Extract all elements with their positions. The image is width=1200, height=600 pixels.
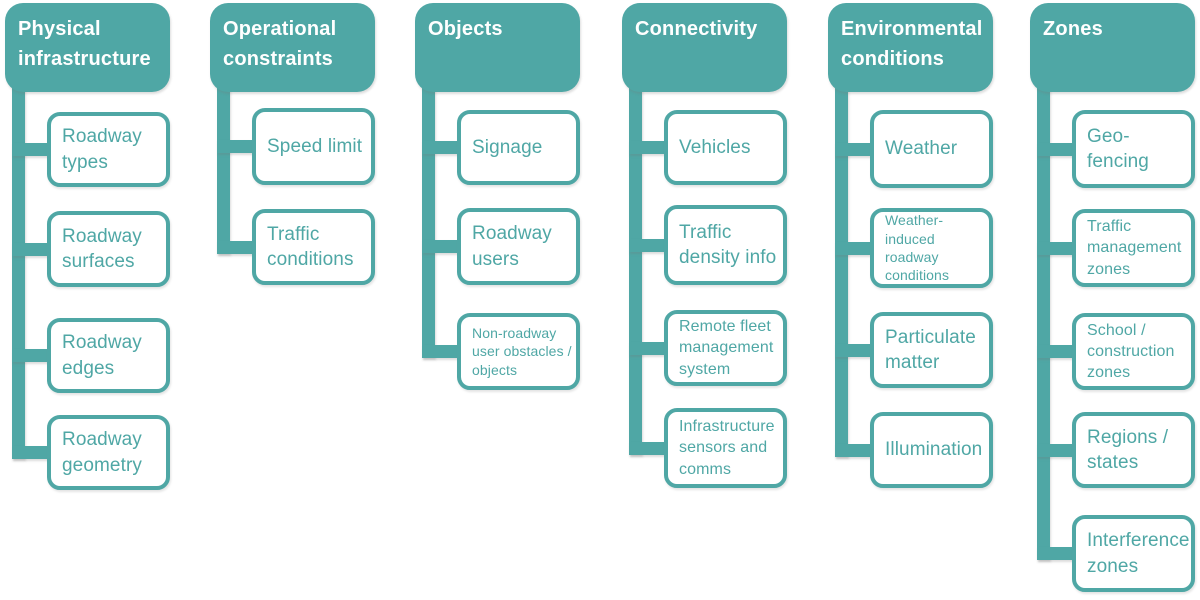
node-speed-limit: Speed limit [252, 108, 375, 185]
category-title: Operational constraints [223, 18, 337, 70]
node-label: Traffic conditions [267, 223, 354, 270]
branch-connector-line [12, 242, 52, 256]
node-label: Weather-induced roadway conditions [885, 212, 950, 284]
node-particulate-matter: Particulate matter [870, 312, 993, 388]
node-geo-fencing: Geo-fencing [1072, 110, 1195, 188]
node-traffic-density-info: Traffic density info [664, 205, 787, 285]
node-label: Remote fleet management system [679, 318, 774, 378]
branch-connector-line [629, 238, 669, 252]
node-vehicles: Vehicles [664, 110, 787, 185]
category-header-connectivity: Connectivity [622, 3, 787, 92]
node-roadway-users: Roadway users [457, 208, 580, 285]
branch-connector-line [835, 443, 875, 457]
node-illumination: Illumination [870, 412, 993, 488]
node-label: Signage [472, 136, 543, 158]
node-label: Roadway users [472, 223, 552, 270]
category-header-physical-infrastructure: Physical infrastructure [5, 3, 170, 92]
branch-connector-line [12, 446, 52, 459]
node-school-construction-zones: School / construction zones [1072, 313, 1195, 390]
trunk-connector-line [422, 55, 435, 358]
branch-connector-line [1037, 345, 1077, 358]
node-label: School / construction zones [1087, 321, 1175, 382]
category-title: Zones [1043, 18, 1103, 40]
node-roadway-surfaces: Roadway surfaces [47, 211, 170, 287]
category-title: Objects [428, 18, 503, 40]
branch-connector-line [835, 241, 875, 255]
branch-connector-line [1037, 142, 1077, 156]
branch-connector-line [422, 345, 462, 358]
node-interference-zones: Interference zones [1072, 515, 1195, 592]
node-infrastructure-sensors-and-comms: Infrastructure sensors and comms [664, 408, 787, 488]
category-header-objects: Objects [415, 3, 580, 92]
node-label: Infrastructure sensors and comms [679, 418, 775, 478]
node-roadway-geometry: Roadway geometry [47, 415, 170, 490]
node-label: Interference zones [1087, 530, 1190, 577]
trunk-connector-line [629, 55, 642, 455]
node-label: Roadway edges [62, 332, 142, 379]
trunk-connector-line [12, 55, 25, 459]
category-title: Connectivity [635, 18, 758, 40]
node-label: Roadway types [62, 126, 142, 173]
node-label: Roadway surfaces [62, 225, 142, 272]
category-header-environmental-conditions: Environmental conditions [828, 3, 993, 92]
node-remote-fleet-management-system: Remote fleet management system [664, 310, 787, 386]
branch-connector-line [217, 140, 257, 153]
category-header-zones: Zones [1030, 3, 1195, 92]
node-label: Non-roadway user obstacles / objects [472, 324, 572, 378]
branch-connector-line [217, 240, 257, 254]
branch-connector-line [835, 142, 875, 156]
node-non-roadway-user-obstacles-objects: Non-roadway user obstacles / objects [457, 313, 580, 390]
node-label: Roadway geometry [62, 429, 143, 476]
node-label: Traffic management zones [1087, 218, 1182, 278]
category-header-operational-constraints: Operational constraints [210, 3, 375, 92]
node-label: Geo-fencing [1087, 125, 1149, 172]
node-roadway-types: Roadway types [47, 112, 170, 187]
branch-connector-line [629, 441, 669, 455]
branch-connector-line [835, 343, 875, 357]
node-traffic-conditions: Traffic conditions [252, 209, 375, 285]
node-regions-states: Regions / states [1072, 412, 1195, 488]
trunk-connector-line [1037, 55, 1050, 560]
node-traffic-management-zones: Traffic management zones [1072, 209, 1195, 287]
branch-connector-line [1037, 547, 1077, 560]
node-label: Regions / states [1087, 426, 1169, 473]
node-weather-induced-roadway-conditions: Weather-induced roadway conditions [870, 208, 993, 288]
branch-connector-line [422, 240, 462, 253]
branch-connector-line [1037, 443, 1077, 457]
node-label: Illumination [885, 439, 983, 461]
category-title: Environmental conditions [841, 18, 983, 70]
node-label: Traffic density info [679, 221, 777, 268]
branch-connector-line [629, 341, 669, 355]
branch-connector-line [629, 141, 669, 154]
branch-connector-line [12, 143, 52, 156]
node-weather: Weather [870, 110, 993, 188]
branch-connector-line [12, 349, 52, 362]
trunk-connector-line [835, 55, 848, 457]
node-label: Weather [885, 138, 958, 160]
category-title: Physical infrastructure [18, 18, 151, 70]
trunk-connector-line [217, 55, 230, 254]
branch-connector-line [422, 141, 462, 154]
node-label: Speed limit [267, 135, 363, 157]
node-roadway-edges: Roadway edges [47, 318, 170, 393]
branch-connector-line [1037, 241, 1077, 255]
node-label: Particulate matter [885, 326, 976, 373]
node-signage: Signage [457, 110, 580, 185]
node-label: Vehicles [679, 136, 751, 158]
